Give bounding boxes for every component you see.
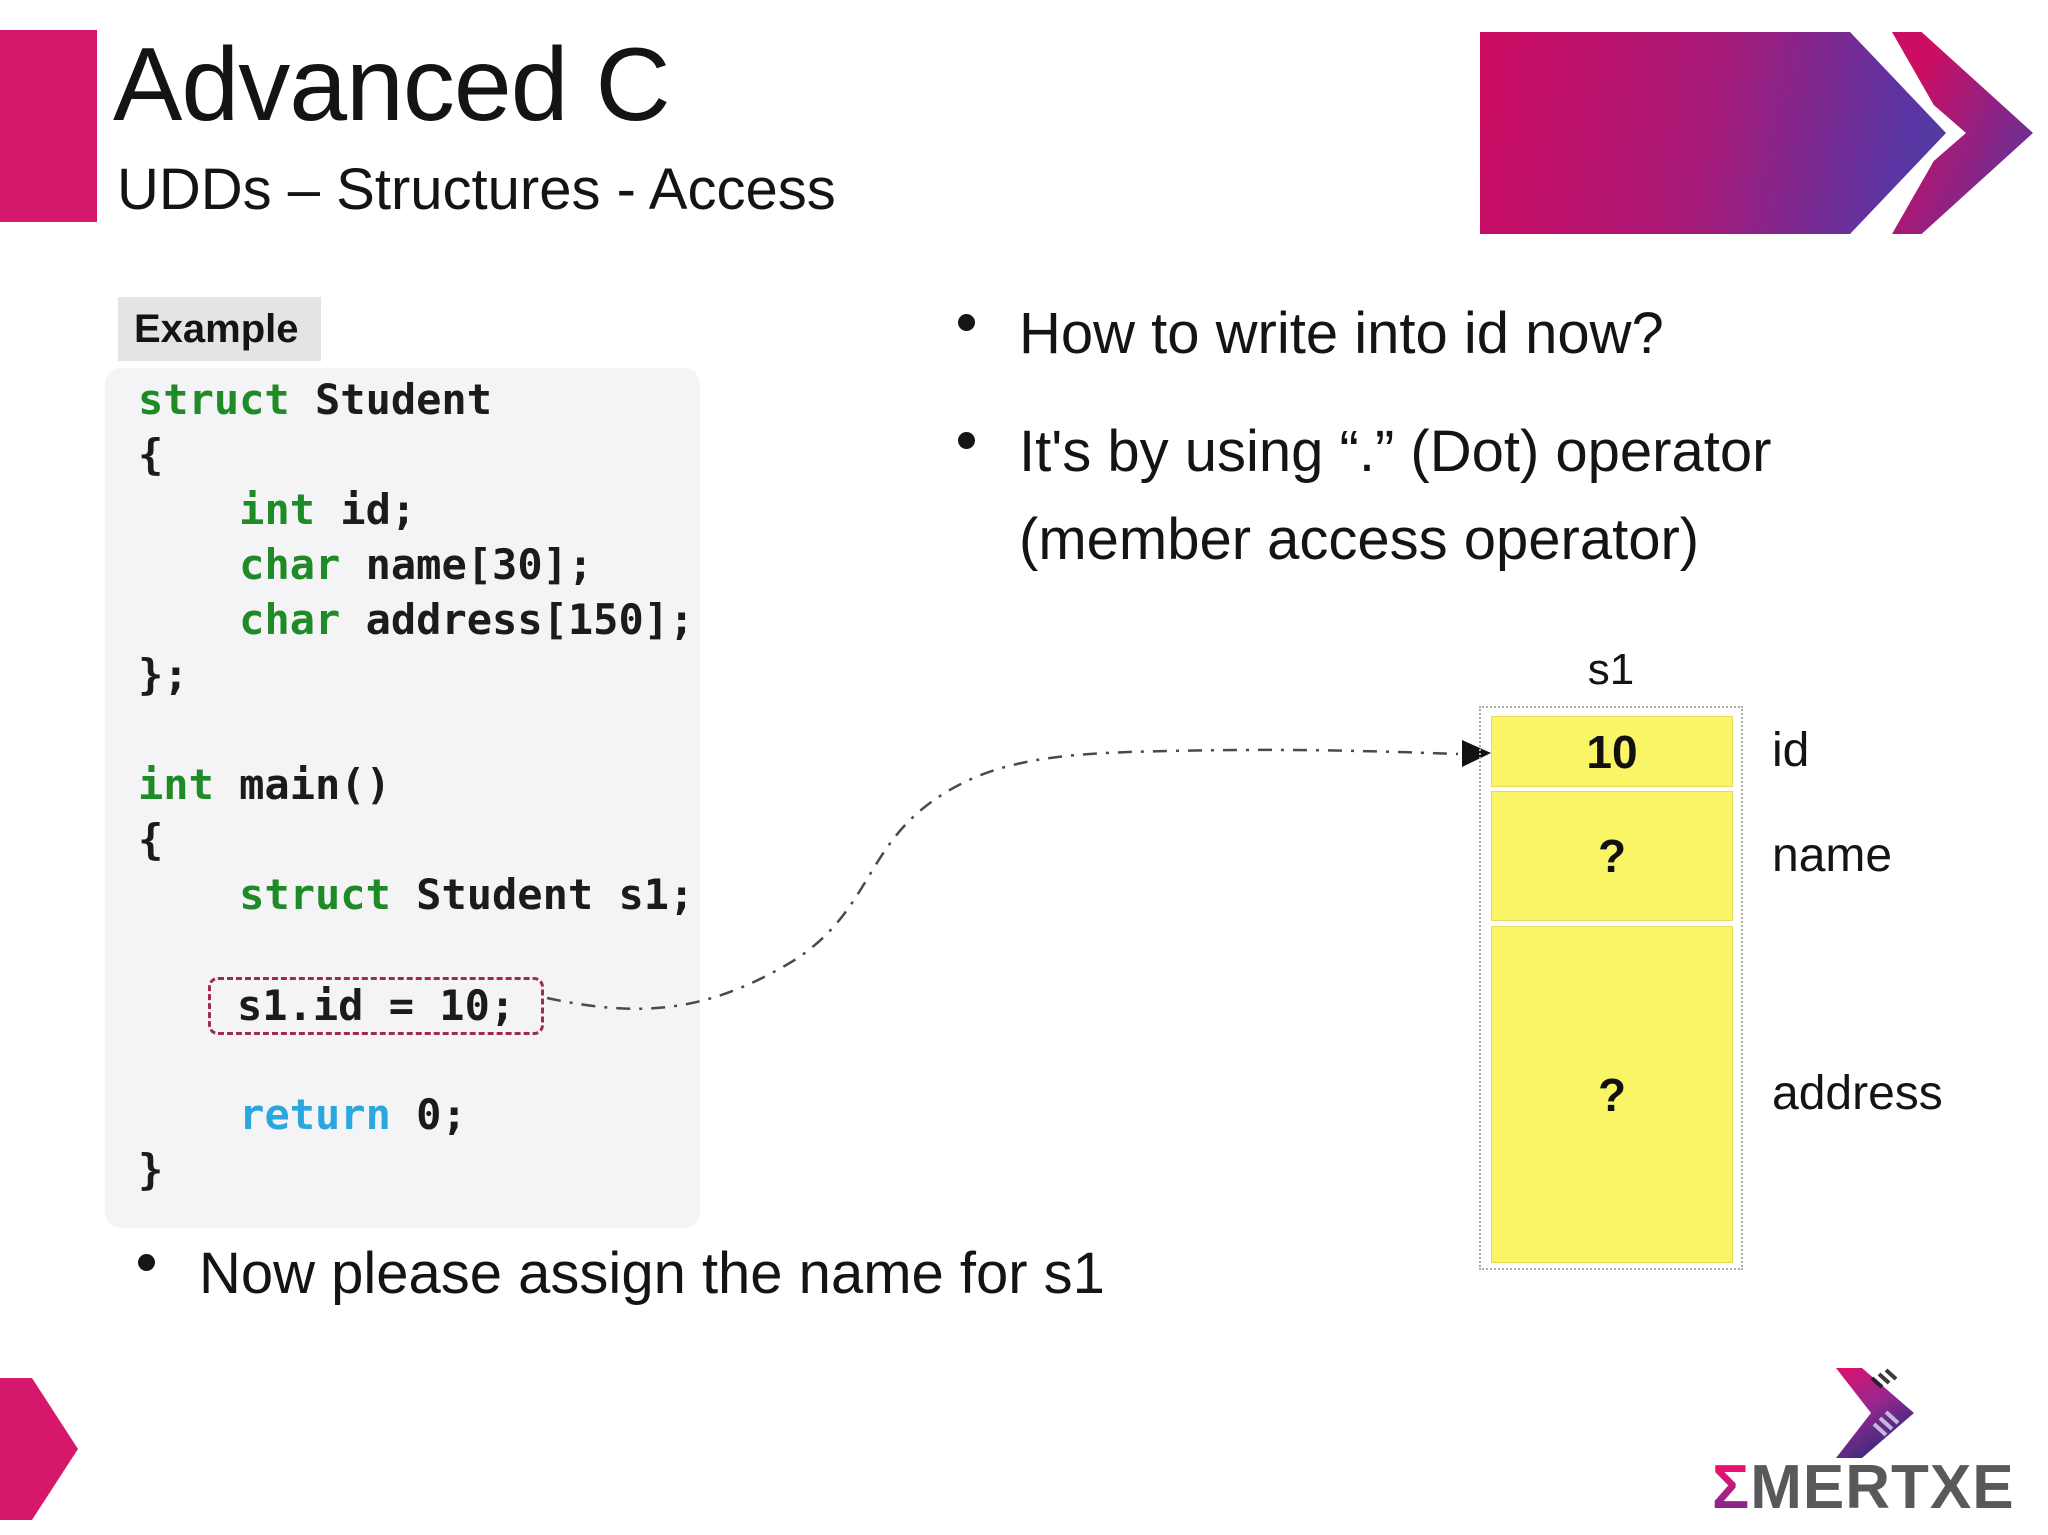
code-line-highlighted: s1.id = 10; (138, 977, 694, 1035)
field-cell-name: ? (1491, 791, 1733, 921)
slide-subtitle: UDDs – Structures - Access (117, 157, 836, 222)
code-listing: struct Student { int id; char name[30]; … (138, 372, 694, 1197)
logo-wordmark: ΣMERTXE (1712, 1452, 2015, 1523)
bullet-assign-name: Now please assign the name for s1 (138, 1230, 1105, 1318)
code-line: struct Student s1; (239, 870, 695, 919)
code-line: struct Student (138, 375, 493, 424)
field-label-id: id (1772, 724, 1810, 777)
code-highlight-box: s1.id = 10; (208, 977, 545, 1035)
field-cell-address: ? (1491, 926, 1733, 1263)
logo (1836, 1368, 1914, 1458)
code-line: }; (138, 650, 189, 699)
field-label-name: name (1772, 828, 1893, 882)
code-line: return 0; (239, 1090, 467, 1139)
footer-arrow-shape (0, 1378, 78, 1520)
corner-accent-rect (0, 30, 97, 222)
bullet-dot-icon (958, 432, 975, 449)
code-line-blank (138, 922, 694, 977)
code-line: } (138, 1145, 164, 1194)
struct-diagram: 10 ? ? (1479, 706, 1743, 1270)
s1-variable-label: s1 (1587, 645, 1635, 694)
example-label: Example (118, 297, 321, 361)
bullet-how-to-write: How to write into id now? (958, 290, 1664, 378)
code-line-blank (138, 702, 694, 757)
logo-chevron-icon (1836, 1368, 1914, 1458)
code-line-blank (138, 1032, 694, 1087)
code-line: int id; (239, 485, 417, 534)
code-line: int main() (138, 760, 391, 809)
logo-name: MERTXE (1750, 1453, 2015, 1522)
slide-title: Advanced C (113, 27, 671, 143)
code-line: char address[150]; (239, 595, 695, 644)
bullet-line: (member access operator) (1019, 507, 1700, 572)
field-label-address: address (1772, 1067, 1943, 1120)
bullet-dot-icon (138, 1254, 155, 1271)
logo-sigma: Σ (1712, 1453, 1751, 1522)
bullet-dot-operator: It's by using “.” (Dot) operator (member… (958, 408, 1771, 584)
bullet-dot-icon (958, 314, 975, 331)
code-line: { (138, 815, 164, 864)
bullet-line: It's by using “.” (Dot) operator (1019, 419, 1772, 484)
code-line: { (138, 430, 164, 479)
field-cell-id: 10 (1491, 716, 1733, 787)
code-line: char name[30]; (239, 540, 594, 589)
banner-arrow-icon (1480, 32, 1946, 234)
